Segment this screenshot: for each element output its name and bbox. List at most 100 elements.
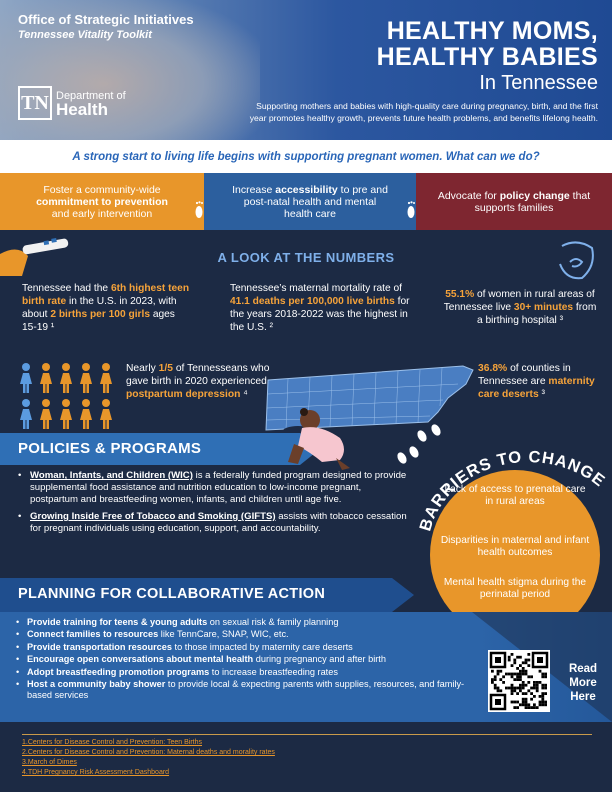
policies-title: POLICIES & PROGRAMS	[18, 440, 202, 457]
header-photo	[0, 0, 260, 140]
planning-item-text: on sexual risk & family planning	[207, 617, 339, 627]
tagline: A strong start to living life begins wit…	[72, 150, 540, 163]
stat-maternal-mortality: Tennessee’s maternal mortality rate of 4…	[230, 282, 410, 334]
barrier-disparities: Disparities in maternal and infant healt…	[440, 535, 590, 558]
planning-list: Provide training for teens & young adult…	[16, 617, 486, 703]
ppd-a: Nearly	[126, 363, 159, 374]
planning-title: PLANNING FOR COLLABORATIVE ACTION	[18, 586, 326, 602]
numbers-title: A LOOK AT THE NUMBERS	[217, 250, 395, 265]
policies-body: Woman, Infants, and Children (WIC) is a …	[0, 465, 420, 573]
footer: 1.Centers for Disease Control and Preven…	[0, 722, 612, 792]
ref-march-of-dimes[interactable]: 3.March of Dimes	[22, 759, 77, 766]
barriers-title-arc: BARRIERS TO CHANGE	[416, 448, 607, 533]
planning-item-text: during pregnancy and after birth	[253, 654, 386, 665]
barriers-circle	[430, 470, 600, 640]
counties-c: maternity care deserts	[478, 376, 595, 400]
ref-tdh-prams[interactable]: 4.TDH Pregnancy Risk Assessment Dashboar…	[22, 769, 170, 776]
intro-line-1: Supporting mothers and babies with high-…	[256, 101, 598, 111]
counties-d: ³	[538, 389, 545, 400]
title-line-2: HEALTHY BABIES	[376, 43, 598, 71]
header: Office of Strategic Initiatives Tennesse…	[0, 0, 612, 140]
planning-item: Host a community baby shower to provide …	[16, 679, 486, 702]
box2-text-a: Increase	[232, 183, 273, 196]
counties-stat: 36.8% of counties in Tennessee are mater…	[478, 362, 602, 401]
box2-text-c: to pre and post-natal health and mental …	[243, 183, 388, 220]
pregnancy-test-icon	[0, 237, 69, 276]
planning-item-bold: Encourage open conversations about menta…	[27, 654, 254, 665]
box3-text-c: that supports families	[474, 189, 591, 214]
tn-health-logo: TN Department of Health	[18, 86, 126, 120]
logo-health: Health	[56, 100, 108, 119]
people-icon-grid	[20, 363, 112, 429]
title-line-1: HEALTHY MOMS,	[386, 17, 598, 45]
stat1-a: Tennessee had the	[22, 283, 111, 294]
stat1-e: ages 15-19 ¹	[22, 309, 175, 333]
box3-text-a: Advocate for	[437, 189, 500, 202]
policy-item: Woman, Infants, and Children (WIC) is a …	[18, 470, 410, 506]
belly-hands-icon	[559, 241, 594, 280]
stat2-a: Tennessee’s maternal mortality rate of	[230, 283, 402, 294]
person-icon	[80, 363, 92, 393]
title-line-3: In Tennessee	[479, 72, 598, 94]
box2-text-b: accessibility	[275, 183, 338, 196]
stat3-d: from a birthing hospital ³	[476, 302, 597, 326]
box3-text-b: policy change	[499, 189, 570, 202]
person-icon	[40, 363, 52, 393]
ppd-b: 1/5	[158, 363, 173, 374]
stat2-b: 41.1 deaths per 100,000 live births	[230, 296, 395, 307]
ref-teen-births[interactable]: 1.Centers for Disease Control and Preven…	[22, 739, 203, 746]
planning-item: Provide transportation resources to thos…	[16, 641, 486, 654]
read-more-label: Read More Here	[568, 663, 598, 703]
planning-item-text: to increase breastfeeding rates	[209, 666, 338, 677]
person-icon	[20, 363, 32, 393]
stat1-b: 6th highest teen birth rate	[22, 283, 190, 307]
toolkit-name: Tennessee Vitality Toolkit	[18, 29, 152, 41]
ppd-e: ⁴	[240, 389, 248, 400]
planning-item-bold: Provide transportation resources	[27, 641, 172, 652]
planning-item-text: like TennCare, SNAP, WIC, etc.	[158, 629, 289, 640]
action-boxes: Foster a community-wide commitment to pr…	[0, 173, 612, 230]
person-icon	[100, 363, 112, 393]
box-accessibility: Increase accessibility to pre and post-n…	[204, 173, 425, 230]
person-icon	[40, 399, 52, 429]
qr-code[interactable]	[488, 650, 550, 712]
stat-teen-birth: Tennessee had the 6th highest teen birth…	[22, 282, 192, 334]
person-icon	[60, 399, 72, 429]
box1-text-b: commitment to prevention	[36, 195, 168, 208]
gifts-desc: assists with tobacco cessation for pregn…	[30, 511, 407, 534]
policies-header: POLICIES & PROGRAMS	[0, 433, 320, 465]
stat3-b: of women in rural areas of Tennessee liv…	[443, 289, 595, 313]
org-name: Office of Strategic Initiatives	[18, 12, 194, 27]
box-prevention: Foster a community-wide commitment to pr…	[0, 173, 213, 230]
intro-text: Supporting mothers and babies with high-…	[158, 100, 598, 124]
box1-text-c: and early intervention	[51, 207, 153, 220]
references: 1.Centers for Disease Control and Preven…	[22, 734, 592, 782]
wic-link[interactable]: Woman, Infants, and Children (WIC)	[30, 470, 193, 481]
stat-rural-distance: 55.1% of women in rural areas of Tenness…	[440, 288, 600, 327]
planning-item-text: to provide local & expecting parents wit…	[27, 679, 465, 701]
barrier-stigma: Mental health stigma during the perinata…	[443, 577, 587, 600]
planning-item-bold: Provide training for teens & young adult…	[27, 617, 208, 627]
ppd-stat: Nearly 1/5 of Tennesseans who gave birth…	[126, 362, 286, 401]
ppd-c: of Tennesseans who gave birth in 2020 ex…	[126, 363, 270, 387]
stat1-c: in the U.S. in 2023, with about	[22, 296, 177, 320]
org-block: Office of Strategic Initiatives Tennesse…	[18, 12, 194, 41]
gifts-link[interactable]: Growing Inside Free of Tobacco and Smoki…	[30, 511, 276, 522]
person-icon	[80, 399, 92, 429]
ref-maternal-deaths[interactable]: 2.Centers for Disease Control and Preven…	[22, 749, 275, 756]
page-title: HEALTHY MOMS, HEALTHY BABIES In Tennesse…	[377, 18, 598, 96]
box1-text-a: Foster a community-wide	[43, 183, 161, 196]
box-policy: Advocate for policy change that supports…	[416, 173, 612, 230]
planning-item: Provide training for teens & young adult…	[16, 617, 486, 629]
numbers-section: A LOOK AT THE NUMBERS Tennessee had the …	[0, 230, 612, 354]
tagline-banner: A strong start to living life begins wit…	[0, 140, 612, 173]
counties-b: of counties in Tennessee are	[478, 363, 571, 387]
tn-logo-letters: TN	[18, 86, 52, 120]
planning-item-bold: Host a community baby shower	[27, 679, 166, 690]
planning-item-bold: Connect families to resources	[27, 629, 159, 640]
planning-header: PLANNING FOR COLLABORATIVE ACTION	[0, 578, 414, 612]
ppd-d: postpartum depression	[126, 389, 241, 400]
barrier-rural-access: Lack of access to prenatal care in rural…	[444, 484, 586, 507]
footprints-icon	[397, 424, 441, 464]
person-icon	[20, 399, 32, 429]
